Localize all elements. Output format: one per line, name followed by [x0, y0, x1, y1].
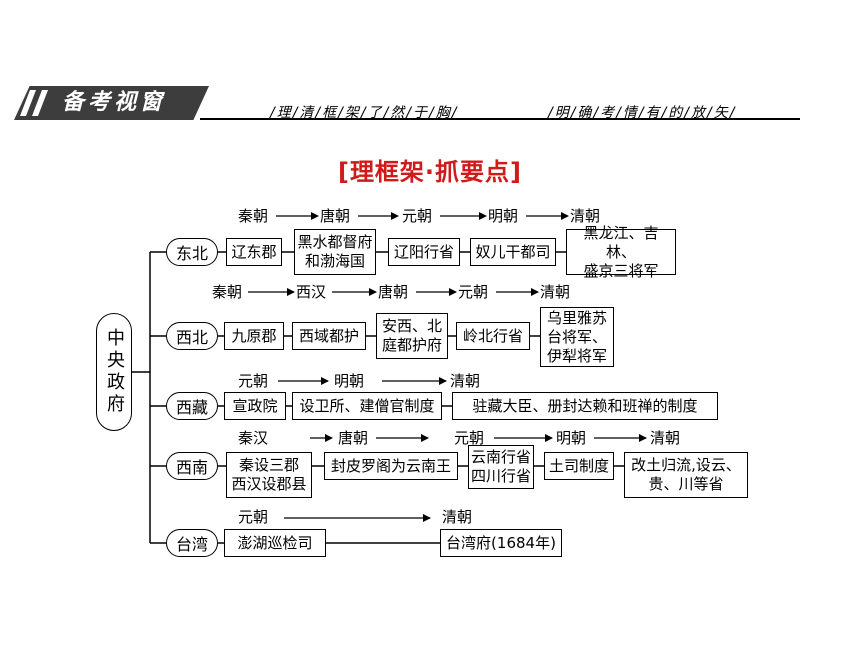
- header-divider: [200, 118, 800, 120]
- dynasty-label: 秦朝: [238, 207, 269, 225]
- central-government-node: 中央政府: [96, 313, 132, 431]
- dynasty-label: 唐朝: [378, 283, 409, 301]
- dynasty-label: 元朝: [454, 429, 485, 447]
- dynasty-label: 清朝: [450, 372, 481, 390]
- dynasty-label: 元朝: [402, 207, 433, 225]
- region-taiwan: 台湾: [166, 529, 218, 557]
- admin-box: 云南行省 四川行省: [468, 445, 534, 489]
- admin-box: 九原郡: [224, 322, 284, 350]
- dynasty-label: 明朝: [556, 429, 587, 447]
- dynasty-label: 元朝: [238, 372, 269, 390]
- slogan-left: /理/清/框/架/了/然/于/胸/: [270, 105, 459, 121]
- admin-box: 黑龙江、吉林、 盛京三将军: [566, 224, 676, 280]
- admin-box: 设卫所、建僧官制度: [292, 392, 442, 420]
- banner-stripes-icon: [20, 90, 48, 116]
- slogan-right: /明/确/考/情/有/的/放/矢/: [548, 105, 737, 121]
- dynasty-label: 秦汉: [238, 429, 269, 447]
- region-southwest: 西南: [166, 452, 218, 480]
- dynasty-label: 明朝: [334, 372, 365, 390]
- dynasty-label: 元朝: [458, 283, 489, 301]
- page-title: [理框架·抓要点]: [337, 158, 523, 186]
- dynasty-label: 西汉: [296, 283, 327, 301]
- admin-box: 西域都护: [292, 322, 366, 350]
- admin-box: 封皮罗阁为云南王: [324, 452, 458, 480]
- admin-box: 安西、北 庭都护府: [376, 313, 448, 359]
- dynasty-label: 唐朝: [320, 207, 351, 225]
- admin-box: 秦设三郡 西汉设郡县: [226, 452, 312, 498]
- admin-box: 黑水都督府 和渤海国: [294, 229, 376, 275]
- admin-box: 奴儿干都司: [470, 238, 556, 266]
- admin-box: 改土归流,设云、 贵、川等省: [624, 452, 748, 498]
- admin-box: 驻藏大臣、册封达赖和班禅的制度: [452, 392, 718, 420]
- region-northwest: 西北: [166, 322, 218, 350]
- banner-title: 备考视窗: [62, 90, 167, 115]
- admin-box: 乌里雅苏 台将军、 伊犁将军: [540, 307, 614, 367]
- admin-box: 岭北行省: [456, 322, 530, 350]
- dynasty-label: 清朝: [540, 283, 571, 301]
- admin-box: 土司制度: [544, 452, 614, 480]
- admin-box: 辽阳行省: [388, 238, 460, 266]
- region-northeast: 东北: [166, 238, 218, 266]
- dynasty-label: 清朝: [570, 207, 601, 225]
- dynasty-label: 秦朝: [212, 283, 243, 301]
- region-tibet: 西藏: [166, 392, 218, 420]
- dynasty-label: 清朝: [442, 508, 473, 526]
- dynasty-label: 清朝: [650, 429, 681, 447]
- dynasty-label: 元朝: [238, 508, 269, 526]
- admin-box: 宣政院: [224, 392, 286, 420]
- admin-box: 辽东郡: [226, 238, 282, 266]
- admin-box: 台湾府(1684年): [440, 529, 562, 557]
- dynasty-label: 唐朝: [338, 429, 369, 447]
- admin-box: 澎湖巡检司: [224, 529, 326, 557]
- dynasty-label: 明朝: [488, 207, 519, 225]
